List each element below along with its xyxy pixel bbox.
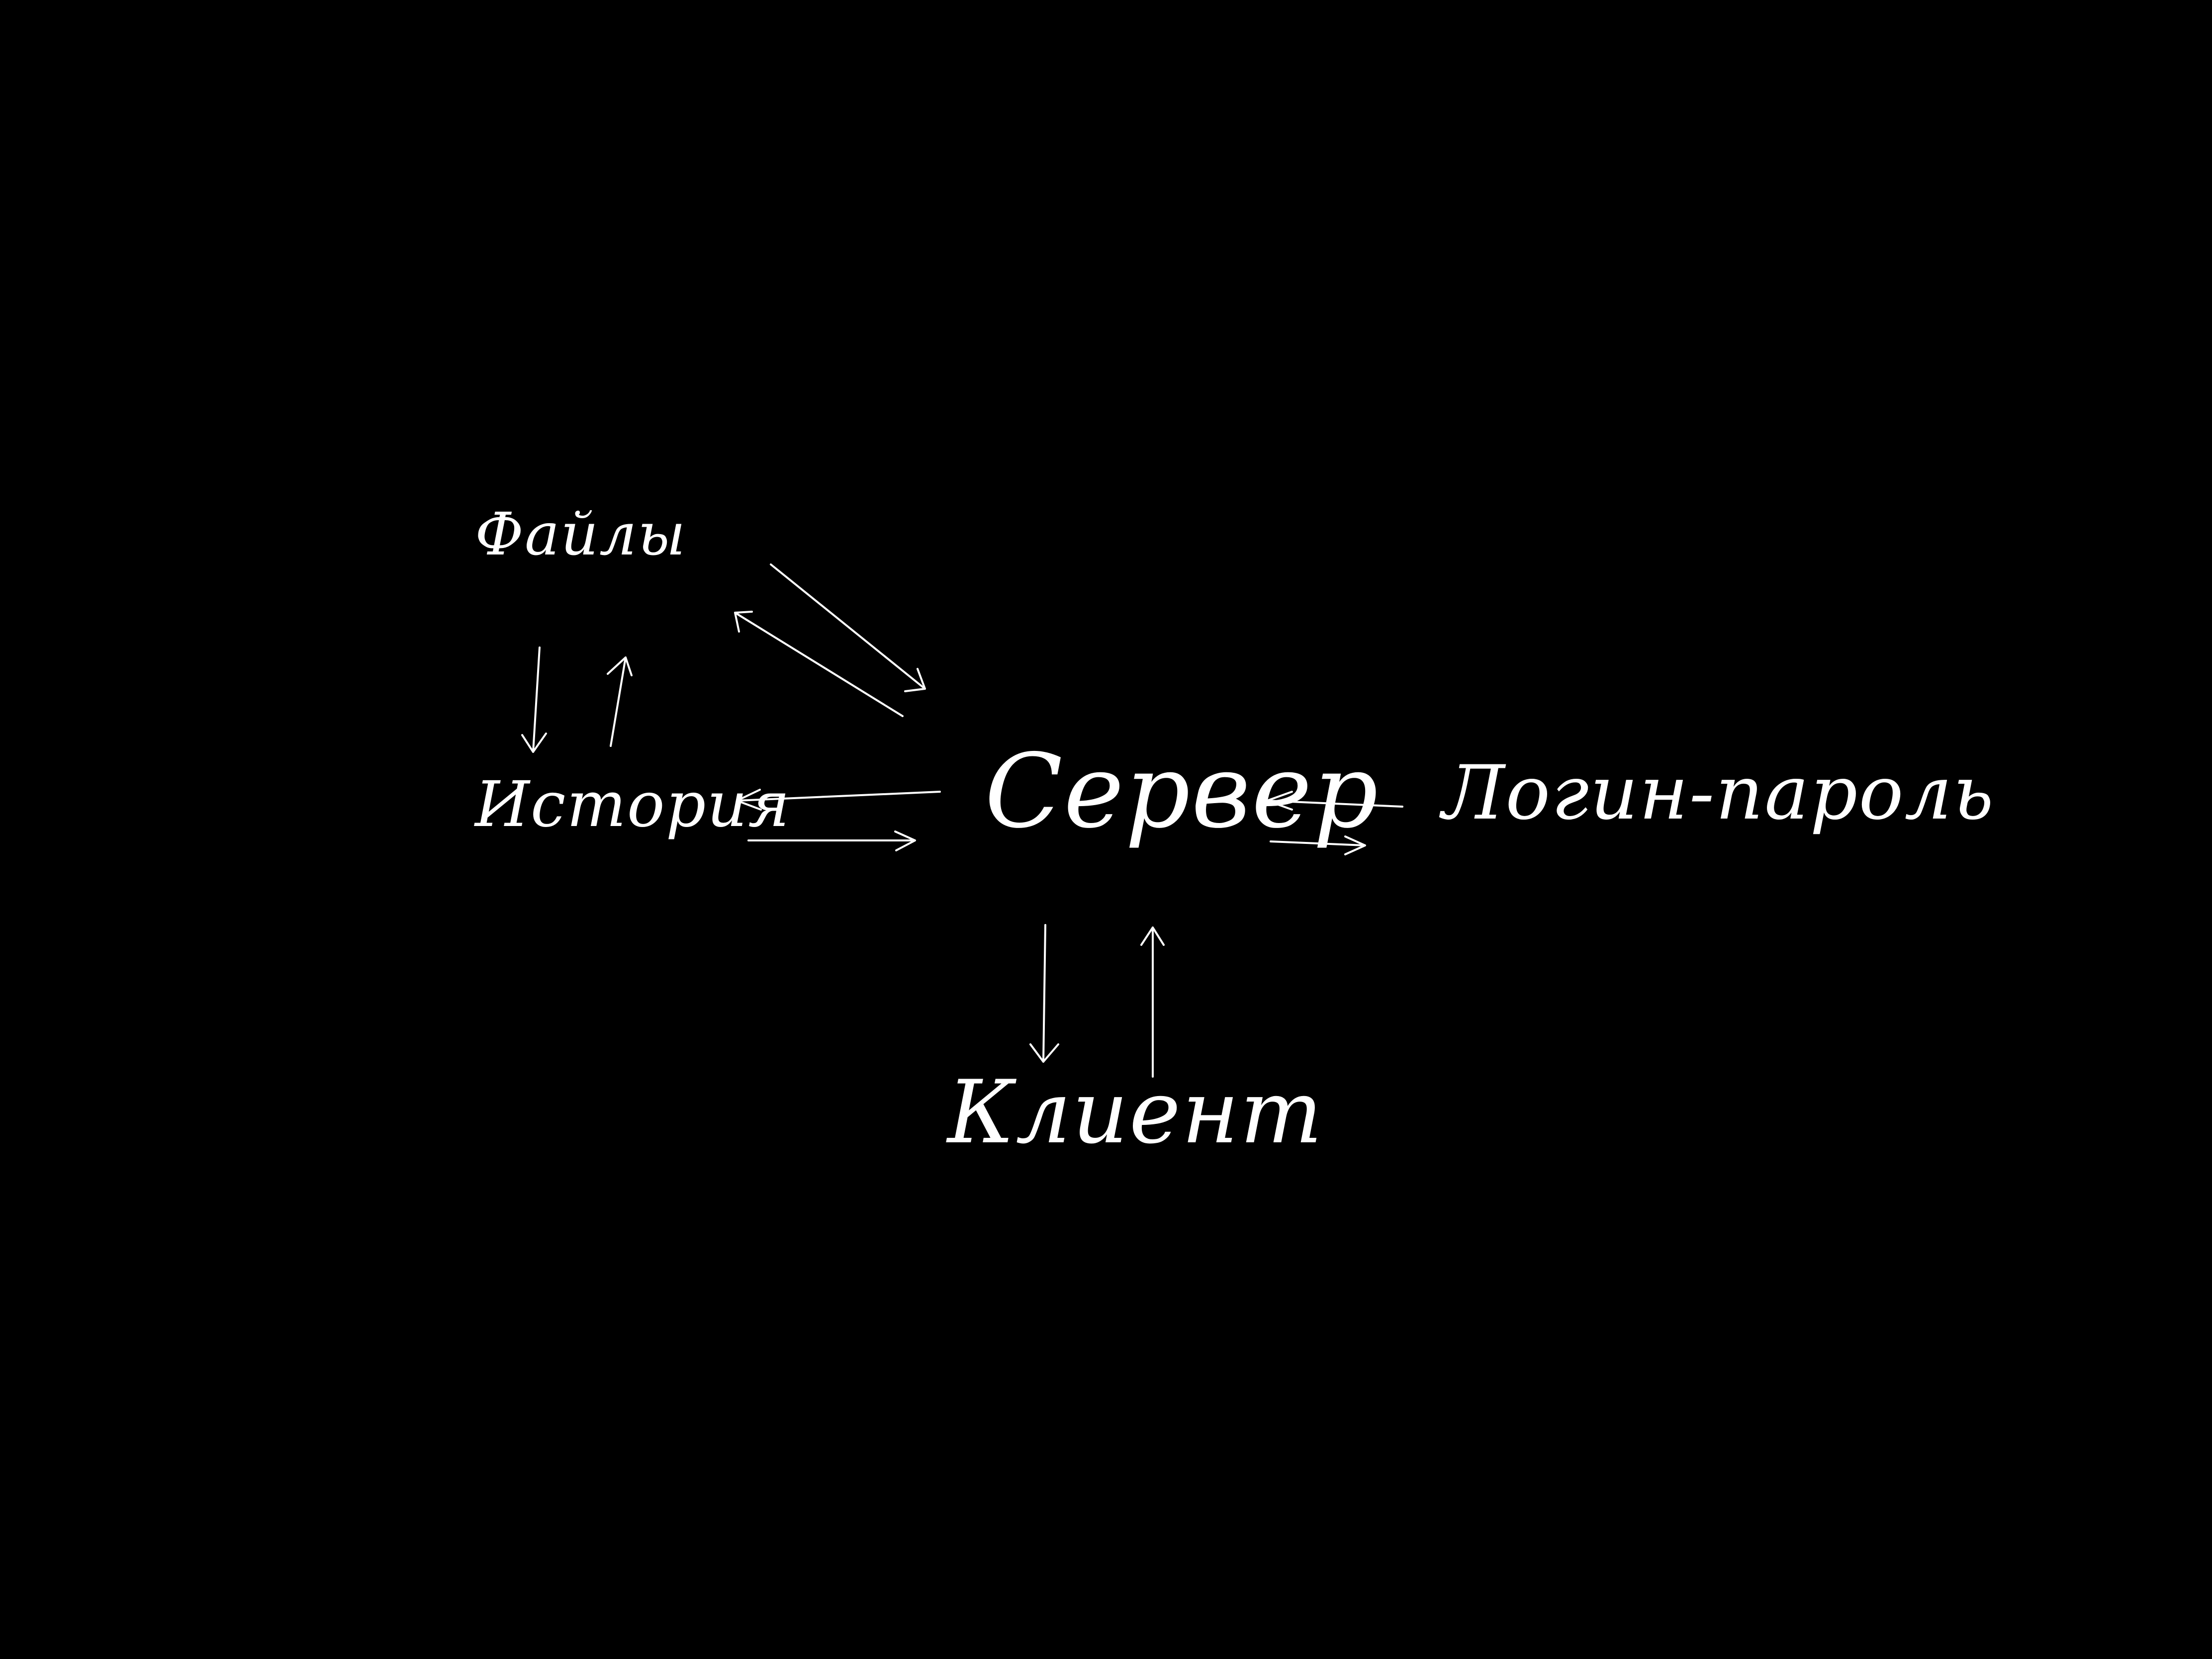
arrow-files-to-server: [770, 563, 926, 692]
arrow-history-to-server: [747, 830, 916, 851]
node-files: Файлы: [475, 500, 687, 568]
arrow-server-to-login: [1270, 835, 1366, 855]
node-history: История: [475, 768, 791, 841]
arrow-server-to-files: [734, 611, 904, 717]
node-server: Сервер: [985, 733, 1380, 851]
node-login-password: Логин-пароль: [1442, 750, 1995, 836]
arrow-server-to-client: [1029, 924, 1059, 1063]
arrow-client-to-server: [1140, 926, 1165, 1078]
arrow-files-to-history: [521, 646, 547, 753]
arrow-history-to-files: [607, 656, 633, 747]
node-client: Клиент: [947, 1062, 1324, 1163]
arrow-login-to-server: [1266, 791, 1403, 811]
arrow-server-to-history: [736, 789, 941, 811]
